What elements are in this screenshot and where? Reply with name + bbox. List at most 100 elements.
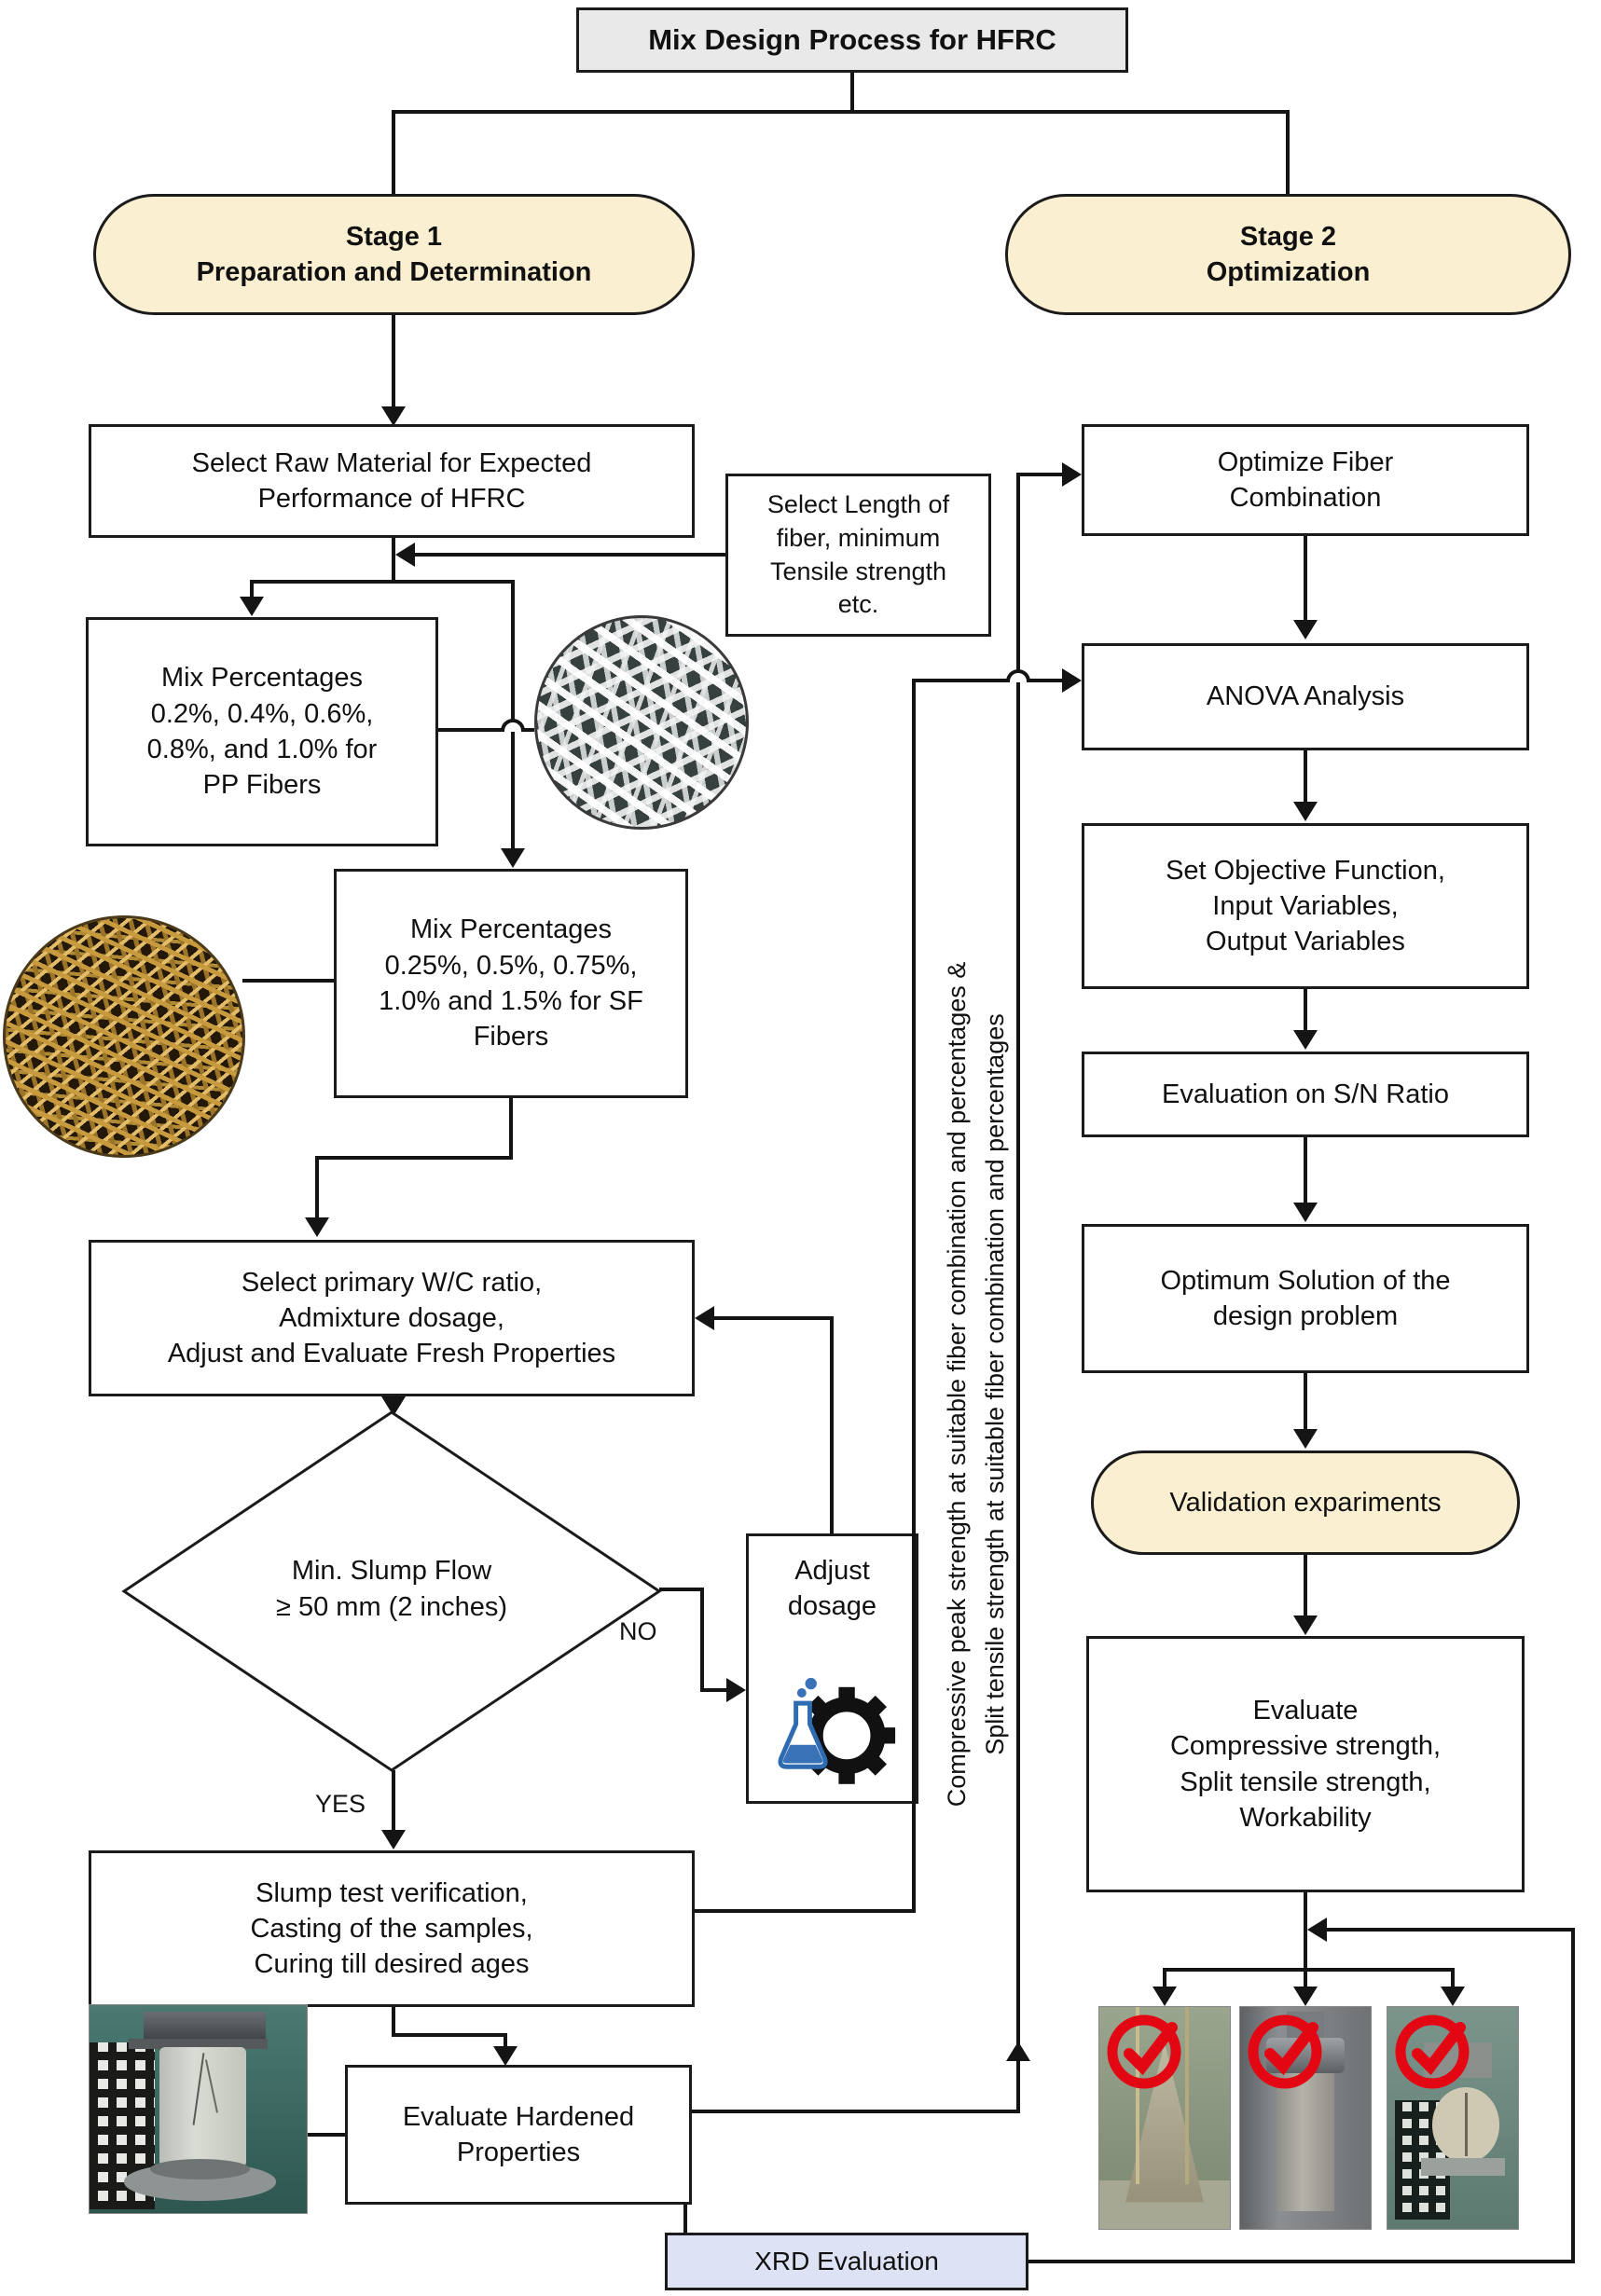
connector-line bbox=[242, 979, 334, 983]
check-circle-icon bbox=[1395, 2014, 1470, 2089]
connector-line bbox=[912, 679, 1062, 682]
xrd-box: XRD Evaluation bbox=[665, 2233, 1028, 2290]
connector-line bbox=[1304, 1373, 1307, 1431]
optimize-box: Optimize Fiber Combination bbox=[1082, 424, 1529, 536]
arrowhead bbox=[726, 1678, 746, 1702]
select-length-box: Select Length of fiber, minimum Tensile … bbox=[725, 474, 991, 637]
stage1-pill: Stage 1 Preparation and Determination bbox=[93, 194, 695, 315]
connector-line bbox=[695, 1909, 914, 1913]
arrowhead bbox=[1307, 1918, 1327, 1942]
arrowhead bbox=[493, 2046, 518, 2066]
caption-line-2: Split tensile strength at suitable fiber… bbox=[980, 1013, 1009, 1755]
connector-line bbox=[1304, 536, 1307, 622]
arrowhead bbox=[1293, 1615, 1318, 1635]
no-label: NO bbox=[619, 1617, 657, 1645]
connector-line bbox=[1028, 2260, 1575, 2263]
base-ring bbox=[150, 2159, 251, 2180]
connector-line bbox=[683, 2205, 687, 2233]
arrowhead bbox=[395, 543, 415, 567]
slump-decision-label: Min. Slump Flow ≥ 50 mm (2 inches) bbox=[276, 1555, 507, 1622]
arrowhead bbox=[381, 406, 406, 426]
connector-line bbox=[315, 1156, 319, 1217]
arrowhead bbox=[240, 597, 264, 616]
connector-line bbox=[1327, 1928, 1575, 1932]
connector-line bbox=[415, 553, 725, 557]
concrete-cylinder bbox=[159, 2046, 246, 2167]
connector-line bbox=[1163, 1968, 1166, 1987]
connector-line bbox=[850, 73, 854, 114]
connector-line bbox=[700, 1688, 726, 1692]
connector-line bbox=[1304, 989, 1307, 1032]
connector-line bbox=[511, 580, 515, 850]
line-jump bbox=[1006, 669, 1030, 682]
arrowhead bbox=[1062, 462, 1082, 487]
flask-gear-icon bbox=[778, 1677, 896, 1784]
connector-line bbox=[912, 681, 916, 1913]
arrowhead bbox=[1293, 802, 1318, 821]
adjust-dosage-box: Adjust dosage bbox=[746, 1533, 918, 1804]
arrowhead bbox=[1293, 1030, 1318, 1050]
connector-line bbox=[659, 1588, 704, 1591]
yes-label: YES bbox=[315, 1790, 366, 1818]
sn-ratio-box: Evaluation on S/N Ratio bbox=[1082, 1052, 1529, 1137]
evaluate-hardened-box: Evaluate Hardened Properties bbox=[345, 2065, 692, 2205]
wc-ratio-box: Select primary W/C ratio, Admixture dosa… bbox=[89, 1240, 695, 1396]
arrowhead bbox=[1062, 668, 1082, 693]
platen bbox=[144, 2011, 266, 2041]
slump-cone-photo bbox=[1098, 2006, 1231, 2230]
arrowhead bbox=[1006, 2042, 1030, 2061]
arrowhead bbox=[1293, 1987, 1318, 2006]
central-line-caption: Compressive peak strength at suitable fi… bbox=[938, 811, 1014, 1958]
evaluate-final-box: Evaluate Compressive strength, Split ten… bbox=[1086, 1636, 1525, 1892]
arrowhead bbox=[381, 1396, 406, 1416]
connector-line bbox=[504, 2033, 507, 2048]
connector-line bbox=[250, 580, 254, 598]
platen-plate bbox=[128, 2038, 269, 2049]
compression-test-photo bbox=[1239, 2006, 1372, 2230]
mix-sf-box: Mix Percentages 0.25%, 0.5%, 0.75%, 1.0%… bbox=[334, 869, 688, 1098]
arrowhead bbox=[501, 848, 525, 868]
arrowhead bbox=[1293, 1429, 1318, 1449]
connector-line bbox=[315, 1156, 513, 1160]
arrowhead bbox=[381, 1830, 406, 1849]
connector-line bbox=[692, 2110, 1018, 2113]
check-circle-icon bbox=[1248, 2014, 1322, 2089]
connector-line bbox=[308, 2133, 345, 2137]
connector-line bbox=[830, 1318, 834, 1533]
arrowhead bbox=[695, 1306, 714, 1330]
flask-icon bbox=[778, 1677, 828, 1769]
connector-line bbox=[1571, 1928, 1575, 2263]
stage2-pill: Stage 2 Optimization bbox=[1005, 194, 1571, 315]
caption-line-1: Compressive peak strength at suitable fi… bbox=[943, 961, 971, 1808]
connector-line bbox=[392, 315, 395, 408]
pp-fibers-photo bbox=[534, 615, 749, 830]
select-raw-box: Select Raw Material for Expected Perform… bbox=[89, 424, 695, 538]
connector-line bbox=[250, 580, 515, 584]
arrowhead bbox=[1293, 1203, 1318, 1222]
check-circle-icon bbox=[1107, 2014, 1181, 2089]
connector-line bbox=[1304, 1968, 1307, 1987]
connector-line bbox=[438, 728, 534, 732]
anova-box: ANOVA Analysis bbox=[1082, 643, 1529, 750]
connector-line bbox=[1016, 473, 1062, 476]
optimum-box: Optimum Solution of the design problem bbox=[1082, 1224, 1529, 1373]
connector-line bbox=[1163, 1968, 1455, 1972]
connector-line bbox=[1304, 750, 1307, 804]
arrowhead bbox=[1293, 620, 1318, 639]
arrowhead bbox=[305, 1217, 329, 1237]
line-jump bbox=[501, 719, 525, 732]
connector-line bbox=[1304, 1892, 1307, 1972]
arrowhead bbox=[1152, 1987, 1177, 2006]
connector-line bbox=[392, 2007, 395, 2037]
connector-line bbox=[1304, 1137, 1307, 1204]
steel-fibers-photo bbox=[3, 915, 245, 1158]
arrowhead bbox=[1441, 1987, 1465, 2006]
split-tensile-photo bbox=[1387, 2006, 1519, 2230]
objective-box: Set Objective Function, Input Variables,… bbox=[1082, 823, 1529, 989]
mix-pp-box: Mix Percentages 0.2%, 0.4%, 0.6%, 0.8%, … bbox=[86, 617, 438, 846]
slump-test-box: Slump test verification, Casting of the … bbox=[89, 1850, 695, 2007]
connector-line bbox=[392, 110, 1289, 114]
title-box: Mix Design Process for HFRC bbox=[576, 7, 1128, 73]
connector-line bbox=[1286, 110, 1290, 194]
